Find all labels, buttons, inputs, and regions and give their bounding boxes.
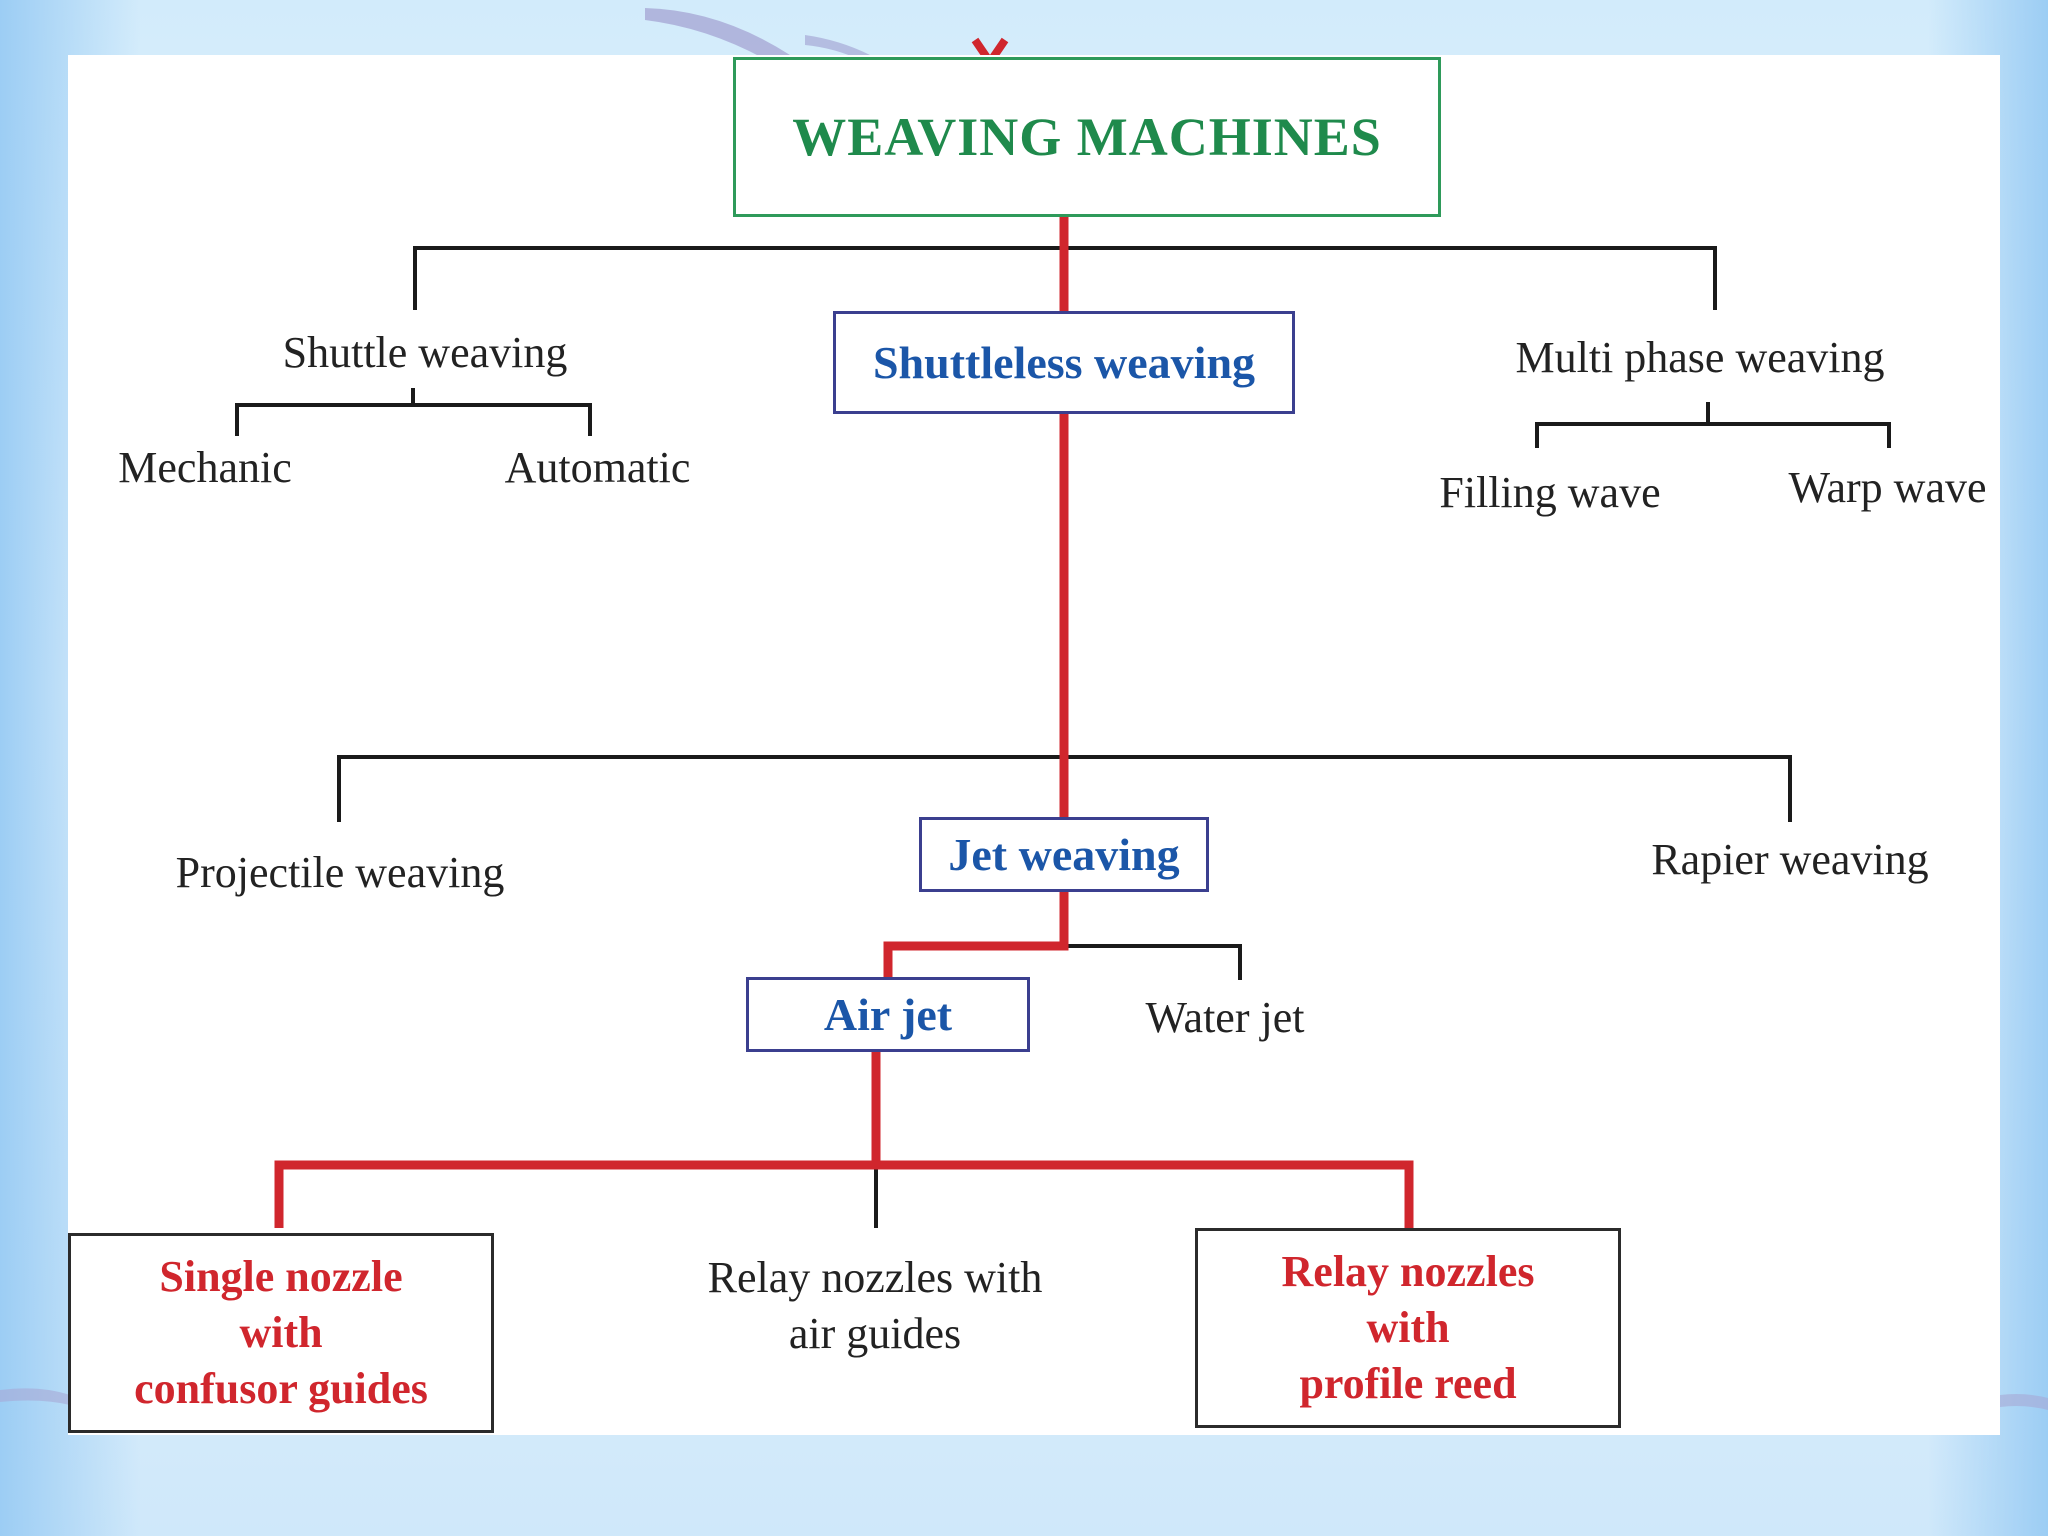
node-relay-profile-reed-box: Relay nozzles with profile reed	[1195, 1228, 1621, 1428]
node-relay-nozzles-air-guides: Relay nozzles with air guides	[707, 1253, 1043, 1359]
node-jet-weaving: Jet weaving	[948, 829, 1180, 880]
node-shuttleless-weaving-box: Shuttleless weaving	[833, 311, 1295, 414]
diagram-panel	[68, 55, 2000, 1435]
node-shuttleless-weaving: Shuttleless weaving	[872, 337, 1256, 388]
node-automatic: Automatic	[504, 443, 691, 492]
node-air-jet: Air jet	[823, 989, 953, 1040]
node-air-jet-box: Air jet	[746, 977, 1030, 1052]
multiphase-children-line	[1535, 402, 1891, 448]
node-projectile-weaving: Projectile weaving	[175, 848, 505, 897]
node-single-nozzle: Single nozzle with confusor guides	[134, 1251, 428, 1414]
node-jet-weaving-box: Jet weaving	[919, 817, 1209, 892]
node-warp-wave: Warp wave	[1788, 463, 1987, 512]
node-mechanic: Mechanic	[118, 443, 292, 492]
node-filling-wave: Filling wave	[1439, 468, 1661, 517]
highlight-path-jet-to-air	[883, 891, 1069, 977]
node-multi-phase-weaving: Multi phase weaving	[1515, 333, 1885, 382]
node-relay-profile-reed: Relay nozzles with profile reed	[1281, 1246, 1535, 1409]
title-box: WEAVING MACHINES	[733, 57, 1441, 217]
shuttle-children-line	[235, 388, 592, 436]
node-water-jet: Water jet	[1145, 993, 1305, 1042]
node-rapier-weaving: Rapier weaving	[1651, 835, 1929, 884]
node-shuttle-weaving: Shuttle weaving	[282, 328, 568, 377]
highlight-path-air-children	[274, 1160, 1414, 1228]
jet-to-water-line	[1064, 944, 1242, 980]
diagram-title: WEAVING MACHINES	[792, 107, 1382, 167]
node-single-nozzle-box: Single nozzle with confusor guides	[68, 1233, 494, 1433]
